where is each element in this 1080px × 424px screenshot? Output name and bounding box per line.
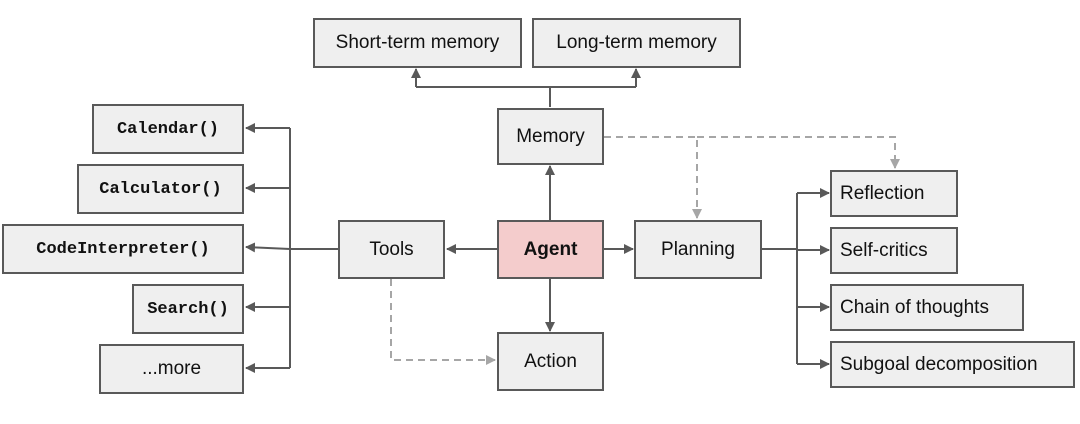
- plan-reflection: Reflection: [830, 170, 958, 217]
- tool-calculator: Calculator(): [77, 164, 244, 214]
- node-memory: Memory: [497, 108, 604, 165]
- node-short-term-memory: Short-term memory: [313, 18, 522, 68]
- node-planning: Planning: [634, 220, 762, 279]
- tool-calendar: Calendar(): [92, 104, 244, 154]
- dashed-memory-planning: [604, 136, 702, 219]
- dashed-tools-action: [390, 279, 496, 365]
- plan-self-critics: Self-critics: [830, 227, 958, 274]
- dashed-memory-reflection: [697, 136, 900, 169]
- tool-more: ...more: [99, 344, 244, 394]
- node-agent: Agent: [497, 220, 604, 279]
- node-action: Action: [497, 332, 604, 391]
- plan-subgoal-decomposition: Subgoal decomposition: [830, 341, 1075, 388]
- tool-codeinterpreter: CodeInterpreter(): [2, 224, 244, 274]
- edge-tools-codeinterpreter: [245, 242, 291, 253]
- tool-search: Search(): [132, 284, 244, 334]
- node-long-term-memory: Long-term memory: [532, 18, 741, 68]
- plan-chain-of-thoughts: Chain of thoughts: [830, 284, 1024, 331]
- node-tools: Tools: [338, 220, 445, 279]
